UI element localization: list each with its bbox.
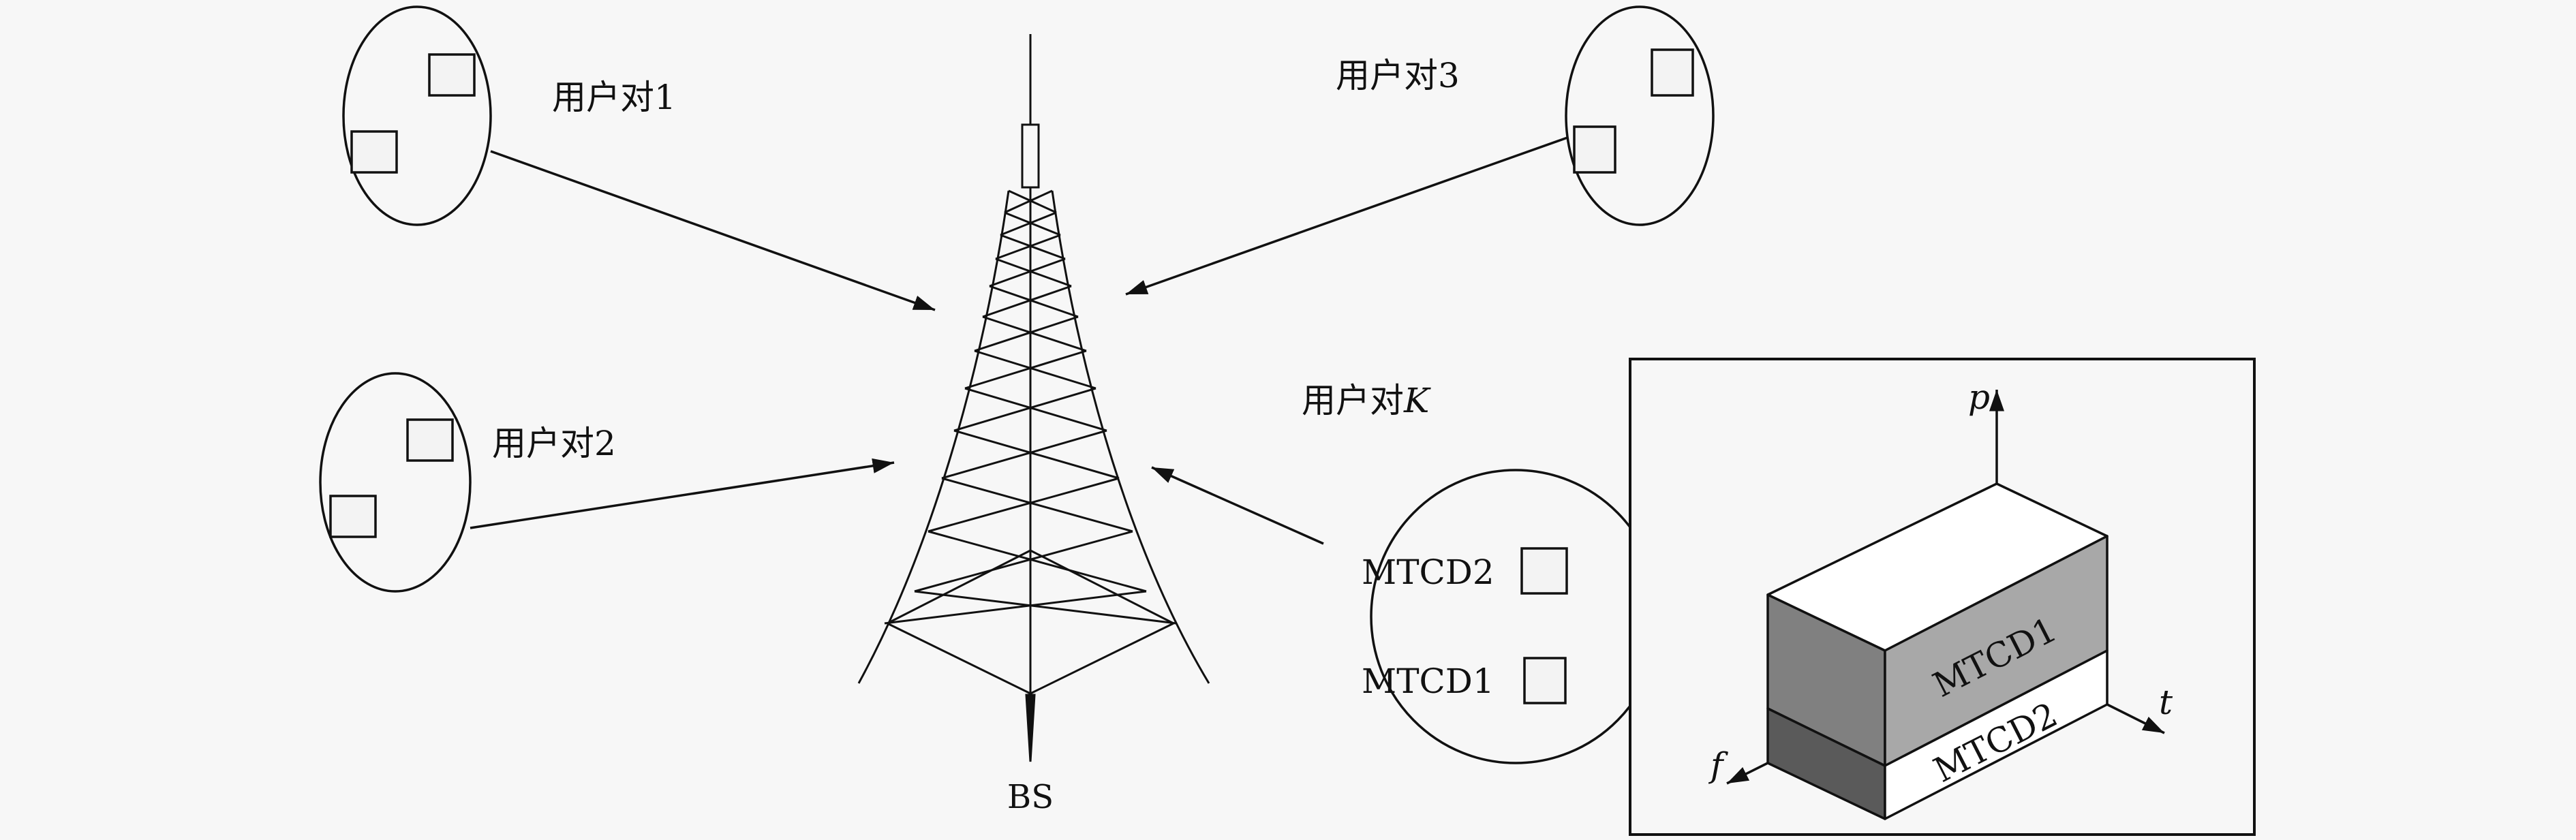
mtcd1-label: MTCD1: [1362, 662, 1494, 701]
link-arrow-3: [1125, 136, 1568, 296]
user-pair-k: [1370, 469, 1661, 764]
mtcd2-label: MTCD2: [1362, 553, 1494, 592]
user-pair-k-label: 用户对K: [1302, 381, 1431, 420]
axis-t-arrow: [2106, 703, 2165, 734]
link-arrow-k: [1151, 466, 1324, 545]
device-icon: [1523, 657, 1567, 704]
axis-t-label: t: [2159, 683, 2173, 722]
device-icon: [1573, 125, 1616, 174]
device-icon: [406, 418, 454, 462]
user-pair-2: [319, 372, 472, 593]
device-icon: [1651, 48, 1694, 97]
user-pair-3-label: 用户对3: [1336, 56, 1460, 95]
axis-f-arrow: [1726, 762, 1768, 785]
device-icon: [329, 495, 377, 538]
resource-cuboid: [1766, 482, 2109, 820]
user-pair-k-var: K: [1403, 381, 1431, 420]
device-icon: [1520, 547, 1568, 595]
user-pair-2-label: 用户对2: [492, 424, 616, 463]
axis-p-label: p: [1968, 377, 1990, 417]
user-pair-k-prefix: 用户对: [1302, 381, 1404, 420]
link-arrow-1: [490, 150, 936, 311]
link-arrow-2: [470, 458, 895, 529]
device-icon: [428, 53, 476, 97]
bs-label: BS: [1007, 778, 1054, 816]
device-icon: [350, 130, 398, 174]
user-pair-1-label: 用户对1: [552, 78, 676, 117]
user-pair-3: [1565, 5, 1715, 226]
user-pair-1: [342, 5, 492, 226]
bs-tower-icon: [857, 34, 1210, 762]
